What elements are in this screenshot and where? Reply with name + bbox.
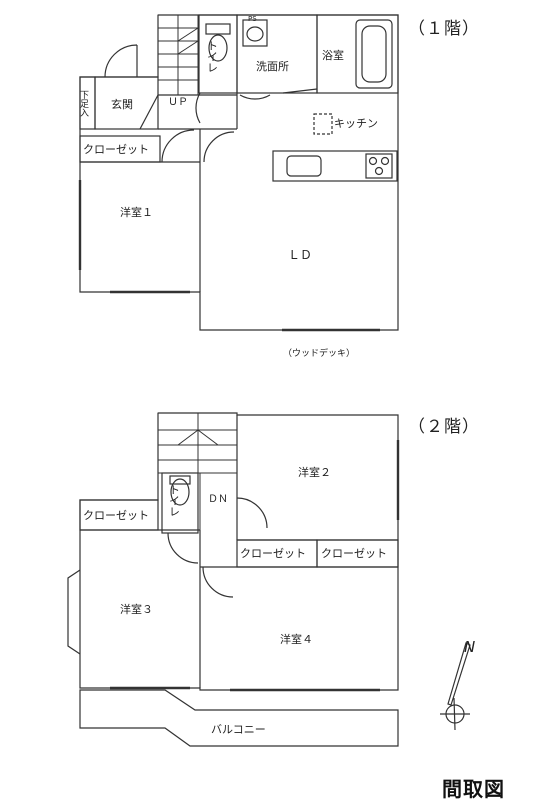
floor2-room2-door-swing	[236, 497, 268, 529]
floor1-toilet-label: トイレ	[206, 40, 219, 73]
north-compass	[440, 642, 471, 731]
floor1-outer-wall	[79, 14, 399, 331]
floor2-toilet-label: トイレ	[168, 484, 181, 517]
floor1-entrance-label: 玄関	[111, 97, 133, 111]
floor2-closet-right-label: クローゼット	[321, 547, 387, 560]
floor1-bathtub	[355, 19, 393, 89]
floor1-fridge-space	[313, 113, 333, 135]
page-title: 間取図	[442, 777, 505, 801]
floor1-washroom	[236, 14, 318, 94]
floor1-shoe-box-label: 下足入	[78, 90, 89, 117]
floor1-bath-label: 浴室	[322, 48, 344, 62]
floor1-washroom-label: 洗面所	[256, 60, 289, 73]
floor1-kitchen-label: キッチン	[334, 117, 378, 130]
floor2-bay-window	[67, 569, 81, 655]
floor1-pipe-space-label: PS	[248, 15, 257, 23]
compass-north-label: N	[464, 638, 475, 656]
floor1-kitchen-sink	[286, 155, 322, 177]
floor1-kitchen-counter	[272, 150, 398, 182]
floor1-washroom-door-swing	[239, 94, 271, 100]
floor2-balcony-label: バルコニー	[211, 723, 266, 736]
floor1-ld-label: ＬＤ	[288, 248, 312, 262]
floor1-ld-door-swing	[203, 131, 235, 163]
floor1-stairs-up-label: ＵＰ	[168, 97, 188, 108]
floor1-shoe-box	[79, 76, 96, 130]
floor2-stairs-down-label: ＤＮ	[208, 494, 228, 505]
floor1-wood-deck-label: （ウッドデッキ）	[283, 347, 355, 359]
floor2-western-room3-label: 洋室３	[120, 602, 153, 616]
floor2-closet-left-label: クローゼット	[83, 509, 149, 522]
floor1-sink	[242, 19, 268, 47]
floor2-western-room2-label: 洋室２	[298, 465, 331, 479]
floor2-western-room4-label: 洋室４	[280, 632, 313, 646]
floor-1-plan	[78, 14, 399, 332]
floor1-western-room1-label: 洋室１	[120, 205, 153, 219]
floor1-toilet-door-swing	[195, 92, 201, 124]
floor1-closet-label: クローゼット	[83, 143, 149, 156]
floor1-room1-door-swing	[161, 129, 195, 163]
floor1-front-door-swing	[104, 44, 138, 78]
floor1-heading: （１階）	[408, 19, 480, 39]
floor-2-plan	[67, 412, 400, 747]
floor2-room3-door-swing	[167, 532, 199, 564]
floor2-toilet-room	[161, 472, 199, 534]
floor2-heading: （２階）	[408, 417, 480, 437]
floor1-bath	[316, 14, 399, 94]
floor1-stove	[365, 153, 393, 179]
floor2-closet-mid-label: クローゼット	[240, 547, 306, 560]
floor1-stairs	[157, 14, 199, 96]
floor1-toilet-fixture	[205, 23, 231, 62]
floor2-room4-door-swing	[202, 566, 234, 598]
floor2-balcony	[79, 689, 399, 747]
